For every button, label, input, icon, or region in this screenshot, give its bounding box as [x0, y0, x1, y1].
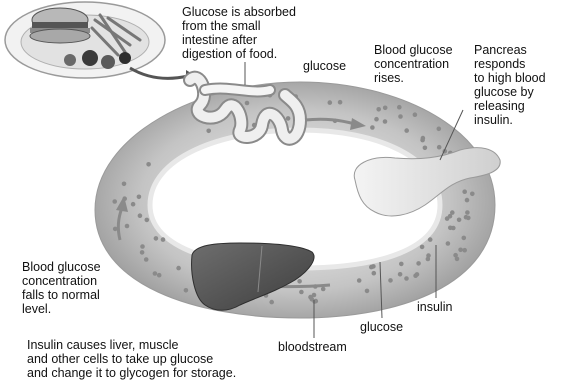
glucose-dot — [398, 272, 403, 277]
label-pancreas-responds: Pancreas responds to high blood glucose … — [474, 43, 546, 127]
glucose-dot — [245, 101, 250, 106]
label-concentration-falls: Blood glucose concentration falls to nor… — [22, 260, 101, 316]
glucose-dot — [383, 119, 388, 124]
glucose-dot — [437, 127, 442, 132]
glucose-dot — [426, 253, 431, 258]
glucose-dot — [286, 116, 291, 121]
glucose-dot — [269, 300, 274, 305]
glucose-dot — [157, 273, 162, 278]
glucose-dot — [416, 261, 421, 266]
glucose-dot — [383, 106, 388, 111]
glucose-dot — [137, 195, 142, 200]
glucose-dot — [397, 105, 402, 110]
glucose-dot — [437, 145, 442, 150]
glucose-dot — [338, 100, 343, 105]
glucose-dot — [144, 257, 149, 262]
label-insulin: insulin — [417, 300, 452, 314]
glucose-dot — [404, 276, 409, 281]
glucose-dot — [125, 224, 130, 229]
glucose-dot — [451, 226, 456, 231]
glucose-dot — [464, 215, 469, 220]
glucose-dot — [140, 250, 145, 255]
glucose-dot — [398, 114, 403, 119]
label-insulin-liver-note: Insulin causes liver, muscle and other c… — [27, 338, 236, 380]
glucose-dot — [465, 198, 470, 203]
glucose-dot — [420, 245, 425, 250]
glucose-dot — [184, 288, 189, 293]
glucose-dot — [457, 218, 462, 223]
label-bloodstream: bloodstream — [278, 340, 347, 354]
glucose-dot — [138, 213, 143, 218]
glucose-dot — [453, 253, 458, 258]
label-concentration-rises: Blood glucose concentration rises. — [374, 43, 453, 85]
glucose-dot — [420, 138, 425, 143]
glucose-dot — [370, 125, 375, 130]
glucose-dot — [308, 295, 313, 300]
glucose-dot — [161, 237, 166, 242]
food-plate-illustration — [5, 2, 165, 78]
label-glucose-absorbed: Glucose is absorbed from the small intes… — [182, 5, 296, 61]
glucose-dot — [328, 100, 333, 105]
glucose-dot — [428, 237, 433, 242]
glucose-dot — [376, 107, 381, 112]
glucose-dot — [321, 287, 326, 292]
food-to-intestine-arrow — [130, 68, 188, 78]
glucose-dot — [140, 244, 145, 249]
glucose-dot — [365, 289, 370, 294]
glucose-dot — [465, 210, 470, 215]
glucose-dot — [462, 236, 467, 241]
glucose-dot — [299, 290, 304, 295]
glucose-dot — [404, 128, 409, 133]
label-glucose-bottom: glucose — [360, 320, 403, 334]
glucose-dot — [462, 248, 467, 253]
glucose-dot — [458, 248, 463, 253]
glucose-dot — [112, 199, 117, 204]
glucose-dot — [448, 214, 453, 219]
glucose-dot — [413, 112, 418, 117]
glucose-dot — [145, 218, 150, 223]
glucose-dot — [131, 202, 136, 207]
glucose-dot — [113, 227, 118, 232]
glucose-dot — [153, 271, 158, 276]
glucose-dot — [206, 129, 211, 134]
glucose-dot — [374, 117, 379, 122]
glucose-dot — [372, 271, 377, 276]
label-glucose-top: glucose — [303, 59, 346, 73]
glucose-dot — [470, 192, 475, 197]
glucose-dot — [154, 236, 159, 241]
glucose-dot — [176, 266, 181, 271]
glucose-dot — [122, 182, 127, 187]
glucose-dot — [415, 272, 420, 277]
glucose-dot — [388, 278, 393, 283]
glucose-dot — [297, 279, 302, 284]
glucose-dot — [423, 146, 428, 151]
glucose-dot — [357, 278, 362, 283]
glucose-dot — [146, 162, 151, 167]
glucose-dot — [369, 265, 374, 270]
glucose-dot — [399, 262, 404, 267]
glucose-dot — [446, 241, 451, 246]
glucose-dot — [462, 189, 467, 194]
